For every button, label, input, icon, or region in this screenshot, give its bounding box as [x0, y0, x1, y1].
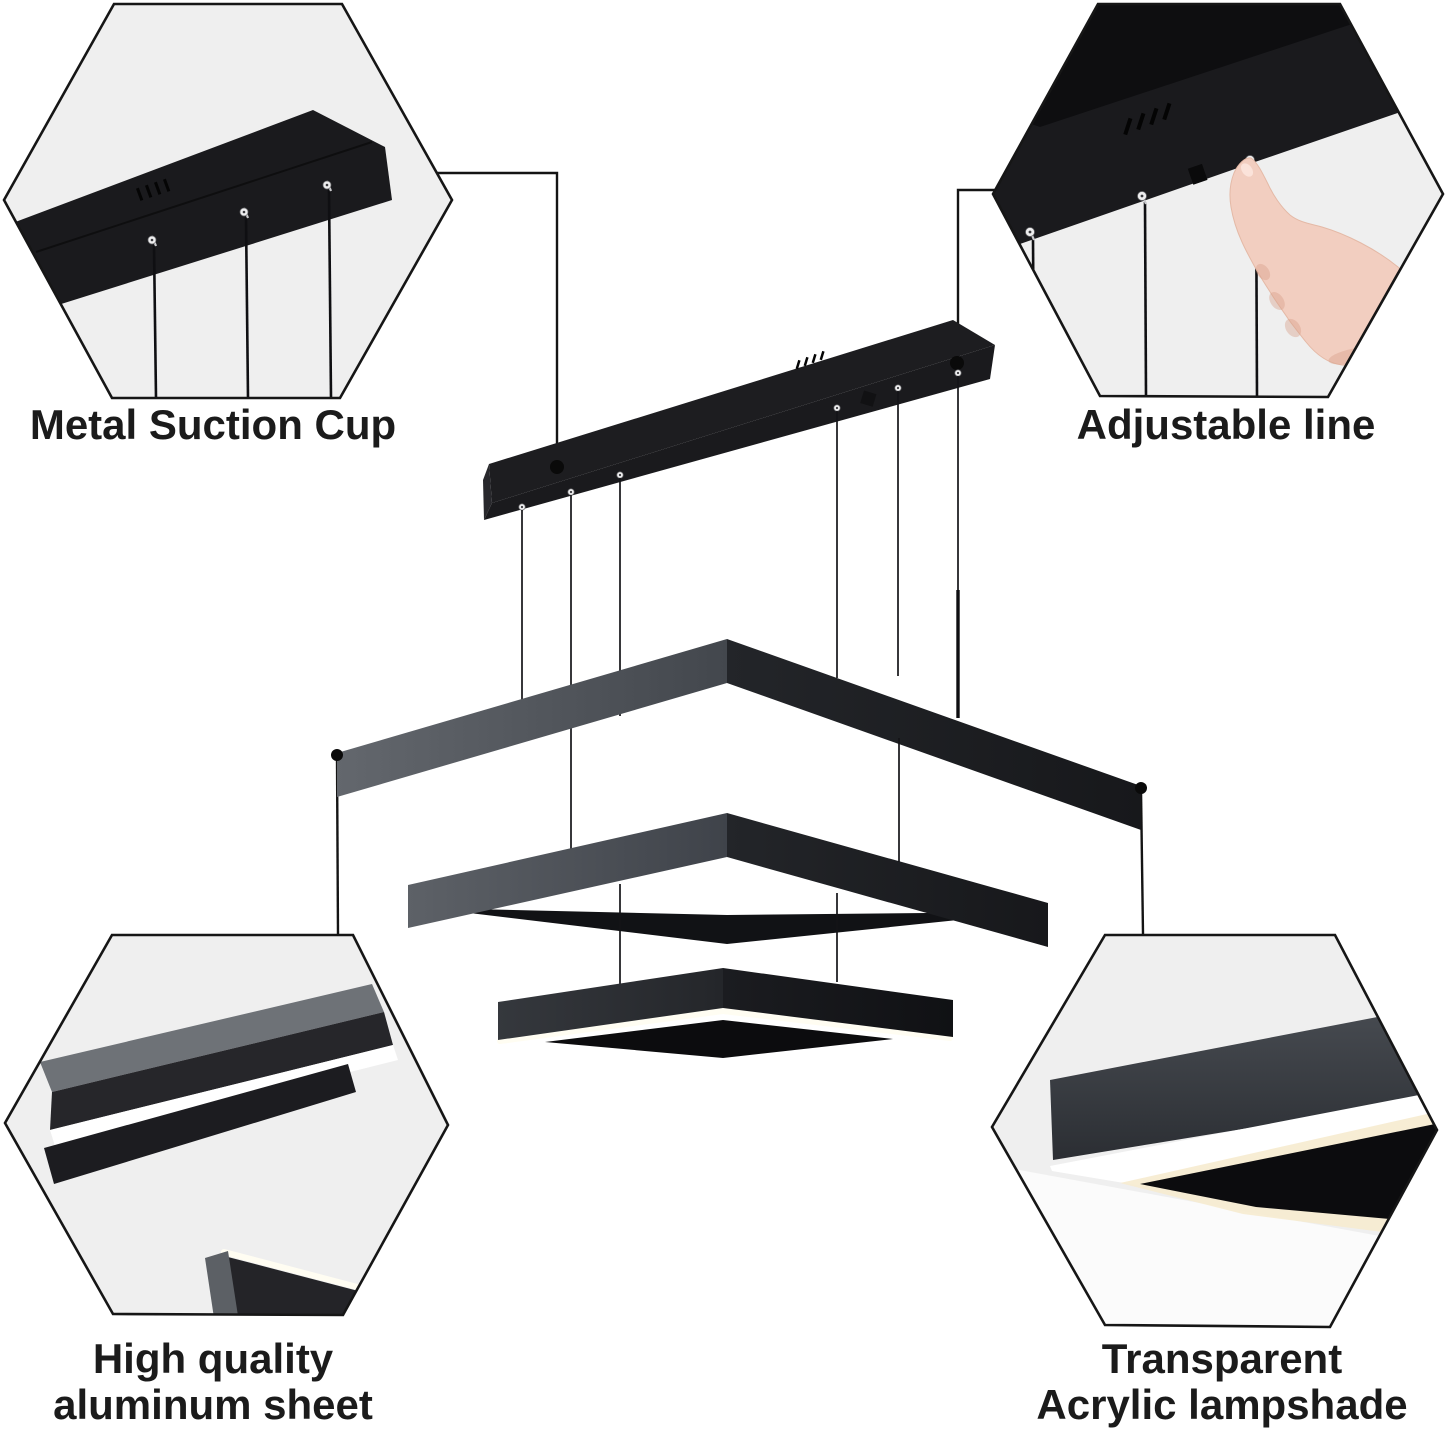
frame-top-face: [40, 984, 384, 1092]
leader-dot-icon: [1135, 782, 1147, 794]
pendant-tier-large: [331, 639, 1147, 944]
canopy-face-edge: [35, 141, 373, 253]
caption-line: Acrylic lampshade: [1036, 1381, 1408, 1428]
hexagon-outline: [991, 2, 1445, 399]
leader-line-suction-cup: [437, 171, 559, 464]
frame-inner-face: [44, 1064, 356, 1184]
wire-adjuster-pin-icon: [518, 369, 962, 511]
caption-line: Transparent: [1101, 1335, 1343, 1382]
hexagon-outline: [990, 933, 1439, 1329]
leader-dot-icon: [331, 749, 343, 761]
pendant-tier-small: [497, 968, 953, 1058]
caption-line: Metal Suction Cup: [29, 401, 397, 448]
canopy-end-cap: [483, 464, 492, 520]
frame-front-face: [50, 1012, 393, 1130]
tier3-underside: [545, 1020, 893, 1058]
vent-slots-icon: [136, 178, 171, 201]
caption-adjustable-line: Adjustable line: [1026, 402, 1426, 448]
suspension-wire: [152, 244, 158, 398]
canopy-top-face: [993, 4, 1443, 127]
hexagon-aluminum-sheet: [3, 933, 450, 1317]
wire-adjuster-pin-icon: [147, 180, 333, 247]
caption-metal-suction-cup: Metal Suction Cup: [13, 402, 413, 448]
caption-line: aluminum sheet: [53, 1381, 373, 1428]
vent-slots-icon: [1123, 102, 1172, 136]
lampshade-dark-wedge: [1140, 1122, 1437, 1224]
fingernail: [1240, 163, 1254, 177]
lamp-frame-band: [1050, 1004, 1437, 1160]
led-glow-strip: [50, 1045, 398, 1146]
suspension-wire: [1143, 201, 1148, 397]
led-glow-strip: [497, 1007, 953, 1044]
cable-gland: [860, 390, 877, 407]
leader-line-adjustable: [956, 188, 995, 360]
canopy-front-face: [484, 345, 995, 520]
frame-corner-bar: [216, 1256, 424, 1315]
tier2-right-face: [727, 813, 1048, 947]
hexagon-outline: [3, 933, 450, 1317]
acrylic-lampshade-photo: [992, 1004, 1437, 1327]
hexagon-metal-suction-cup: [2, 2, 454, 400]
aluminum-sheet-photo: [40, 984, 425, 1315]
suspension-wire: [1031, 237, 1036, 397]
leader-dot-icon: [950, 356, 964, 370]
caption-line: High quality: [92, 1335, 334, 1382]
suspension-wire: [327, 189, 333, 398]
ceiling-canopy-bar: [10, 110, 392, 305]
cable-gland: [1187, 163, 1208, 185]
lampshade-lower-area: [992, 1165, 1437, 1327]
hexagon-adjustable-line: [991, 2, 1445, 399]
hexagon-acrylic-lampshade: [990, 933, 1439, 1329]
tier1-underside: [428, 908, 1035, 944]
tier1-left-face: [337, 639, 727, 797]
metal-suction-cup-photo: [10, 110, 392, 398]
suspension-wires-lower: [619, 738, 900, 985]
leader-dot-icon: [550, 460, 564, 474]
tier3-right-face: [723, 968, 953, 1037]
tier2-left-face: [408, 813, 727, 928]
ceiling-canopy: [483, 320, 995, 520]
caption-aluminum-sheet: High quality aluminum sheet: [13, 1336, 413, 1428]
hexagon-outline: [2, 2, 454, 400]
tier1-right-face: [727, 639, 1141, 830]
vent-slots-icon: [795, 350, 825, 370]
tier3-left-face: [498, 968, 723, 1040]
canopy-bottom-face: [489, 320, 995, 503]
frame-corner-endcap: [205, 1251, 238, 1315]
adjustable-line-photo: [993, 4, 1443, 397]
suspension-wire: [244, 216, 250, 398]
caption-acrylic-lampshade: Transparent Acrylic lampshade: [1022, 1336, 1422, 1428]
leader-line-lampshade: [1139, 789, 1145, 935]
pointing-hand: [1229, 157, 1413, 366]
caption-line: Adjustable line: [1076, 401, 1376, 448]
led-glow-strip: [1050, 1090, 1437, 1186]
pendant-tier-middle: [408, 813, 1048, 947]
